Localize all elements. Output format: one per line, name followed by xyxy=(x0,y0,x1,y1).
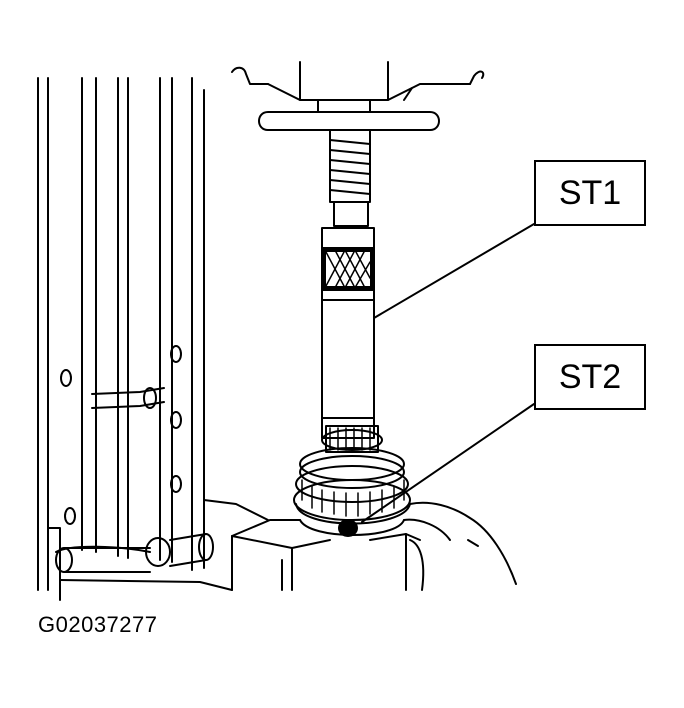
hand xyxy=(403,501,517,591)
press-frame xyxy=(37,77,269,601)
callout-st2-label: ST2 xyxy=(558,357,622,396)
st2-tool xyxy=(338,519,358,537)
callout-st2: ST2 xyxy=(534,344,646,410)
callout-st1: ST1 xyxy=(534,160,646,226)
figure-id: G02037277 xyxy=(38,612,158,637)
press-screw xyxy=(329,129,371,227)
leader-lines xyxy=(361,223,535,523)
support-blocks xyxy=(231,519,421,591)
callout-st1-label: ST1 xyxy=(558,173,622,212)
st1-tool xyxy=(321,227,375,439)
gear-assembly xyxy=(293,425,411,536)
press-head xyxy=(231,61,485,131)
